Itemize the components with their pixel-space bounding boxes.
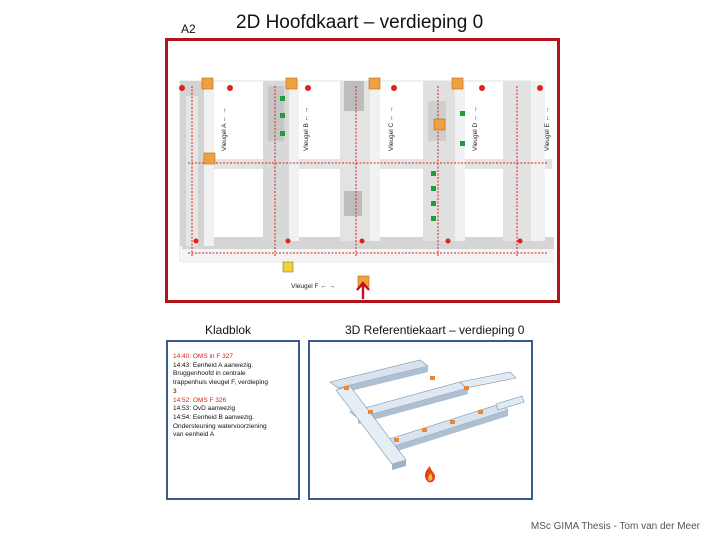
notepad-notes: 14:40: OMS in F 327 14:43: Eenheid A aan… <box>173 353 294 440</box>
wing-d <box>423 81 465 241</box>
wing-b <box>263 81 299 241</box>
wing-label-b: Vleugel B ← → <box>303 107 310 151</box>
stair-icon <box>433 118 446 131</box>
stair-icon <box>368 77 381 90</box>
notepad-title: Kladblok <box>205 323 252 337</box>
stair-icon <box>285 77 298 90</box>
stair-icon <box>451 77 464 90</box>
building-3d-model <box>329 359 525 470</box>
stair-markers-3d <box>344 376 483 442</box>
note-line: 14:52: OMS F 326 <box>173 396 227 404</box>
note-line: 14:40: OMS in F 327 <box>173 353 233 360</box>
wing-label-e: Vleugel E ← → <box>544 107 551 151</box>
reference-map-title: 3D Referentiekaart – verdieping 0 <box>345 323 525 337</box>
stair-icon <box>203 152 216 165</box>
stair-icons <box>201 77 464 288</box>
credits: MSc GIMA Thesis - Tom van der Meer <box>530 521 700 532</box>
note-line: Bruggenhoofd in centrale <box>173 370 246 378</box>
svg-text:Vleugel E ← →: Vleugel E ← → <box>544 107 551 151</box>
note-line: 3 <box>173 387 177 395</box>
main-map-title: 2D Hoofdkaart – verdieping 0 <box>236 12 484 33</box>
red-markers <box>179 85 543 244</box>
stair-icon <box>282 261 294 273</box>
route-lines <box>188 86 548 256</box>
green-markers <box>280 96 465 221</box>
stair-icon <box>201 77 214 90</box>
reference-3d-map[interactable] <box>310 342 531 498</box>
svg-text:Vleugel D ← →: Vleugel D ← → <box>472 106 479 151</box>
sheet-label: A2 <box>181 22 196 36</box>
wing-c <box>340 81 380 241</box>
wing-label-f: Vleugel F ← → <box>291 283 335 290</box>
svg-text:Vleugel C ← →: Vleugel C ← → <box>388 106 395 151</box>
note-line: trappenhuis vleugel F, verdieping <box>173 379 269 387</box>
svg-text:Vleugel A ← →: Vleugel A ← → <box>221 107 228 151</box>
wing-label-c: Vleugel C ← → <box>388 106 395 151</box>
floor-plan-map[interactable]: Vleugel A ← → Vleugel B ← → Vleugel C ← … <box>168 41 557 300</box>
svg-text:Vleugel B ← →: Vleugel B ← → <box>303 107 310 151</box>
note-line: van eenheid A <box>173 431 215 439</box>
reference-map-frame[interactable] <box>308 340 533 500</box>
entrance-arrow-icon <box>356 281 370 299</box>
wing-e <box>503 81 545 241</box>
main-map-frame[interactable] <box>165 38 560 303</box>
notepad-panel[interactable]: 14:40: OMS in F 327 14:43: Eenheid A aan… <box>166 340 300 500</box>
corridor-bottom-rooms <box>182 249 554 263</box>
note-line: 14:54: Eenheid B aanwezig. <box>173 413 254 421</box>
wing-label-a: Vleugel A ← → <box>221 107 228 151</box>
wing-label-d: Vleugel D ← → <box>472 106 479 151</box>
note-line: 14:43: Eenheid A aanwezig. <box>173 361 254 369</box>
fire-icon <box>424 466 436 483</box>
note-line: 14:53: OvD aanwezig <box>173 405 236 413</box>
note-line: Ondersteuning watervoorziening <box>173 422 267 430</box>
